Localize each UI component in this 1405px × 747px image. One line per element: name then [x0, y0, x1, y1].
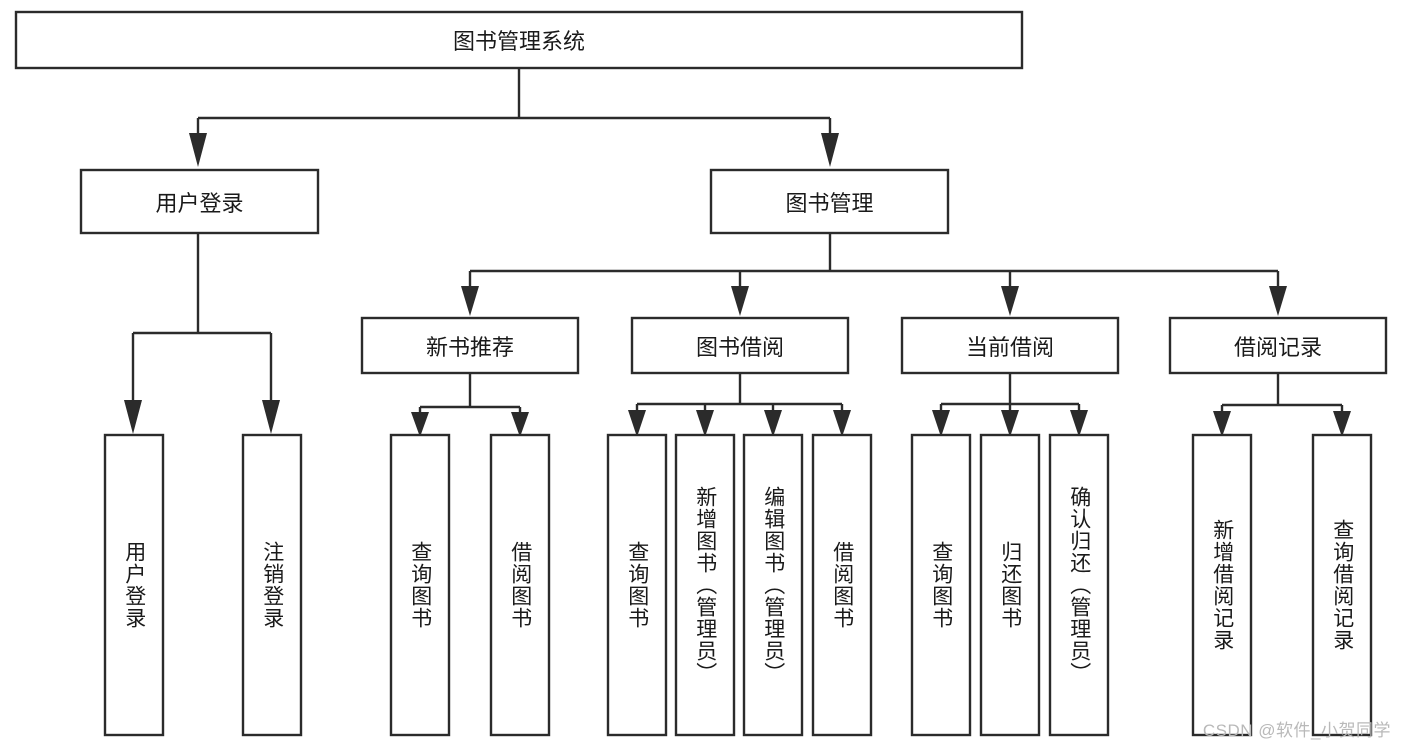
node-root-box[interactable]: [14, 10, 1024, 70]
arrowhead-book-mgmt-child-2: [731, 286, 749, 316]
arrowhead-borrow-record-leaf-2: [1333, 411, 1351, 437]
arrowhead-book-mgmt-child-1: [461, 286, 479, 316]
leaf-box-book-borrow-2[interactable]: [674, 433, 736, 737]
node-user-login-box[interactable]: [79, 168, 320, 235]
arrowhead-new-book-leaf-1: [411, 412, 429, 437]
leaf-box-current-borrow-3[interactable]: [1048, 433, 1110, 737]
arrowhead-new-book-leaf-2: [511, 412, 529, 437]
leaf-box-current-borrow-1[interactable]: [910, 433, 972, 737]
arrowhead-book-borrow-leaf-3: [764, 410, 782, 437]
leaf-box-book-borrow-4[interactable]: [811, 433, 873, 737]
leaf-box-book-borrow-1[interactable]: [606, 433, 668, 737]
leaf-box-borrow-record-1[interactable]: [1191, 433, 1253, 737]
arrowhead-user-login-leaf-2: [262, 400, 280, 434]
arrowhead-user-login-leaf-1: [124, 400, 142, 434]
arrowhead-root-to-book-mgmt: [821, 133, 839, 167]
leaf-box-current-borrow-2[interactable]: [979, 433, 1041, 737]
leaf-box-user-login-2[interactable]: [241, 433, 303, 737]
leaf-box-borrow-record-2[interactable]: [1311, 433, 1373, 737]
leaf-box-user-login-1[interactable]: [103, 433, 165, 737]
node-current-borrow-box[interactable]: [900, 316, 1120, 375]
leaf-box-new-book-2[interactable]: [489, 433, 551, 737]
arrowhead-root-to-user-login: [189, 133, 207, 167]
arrowhead-current-borrow-leaf-3: [1070, 410, 1088, 437]
arrowhead-current-borrow-leaf-1: [932, 410, 950, 437]
node-book-borrow-box[interactable]: [630, 316, 850, 375]
leaf-box-new-book-1[interactable]: [389, 433, 451, 737]
arrowhead-borrow-record-leaf-1: [1213, 411, 1231, 437]
node-book-mgmt-box[interactable]: [709, 168, 950, 235]
arrowhead-book-mgmt-child-3: [1001, 286, 1019, 316]
leaf-box-book-borrow-3[interactable]: [742, 433, 804, 737]
arrowhead-book-mgmt-child-4: [1269, 286, 1287, 316]
arrowhead-book-borrow-leaf-1: [628, 410, 646, 437]
node-borrow-record-box[interactable]: [1168, 316, 1388, 375]
arrowhead-book-borrow-leaf-4: [833, 410, 851, 437]
arrowhead-book-borrow-leaf-2: [696, 410, 714, 437]
arrowhead-current-borrow-leaf-2: [1001, 410, 1019, 437]
node-new-book-recommend-box[interactable]: [360, 316, 580, 375]
